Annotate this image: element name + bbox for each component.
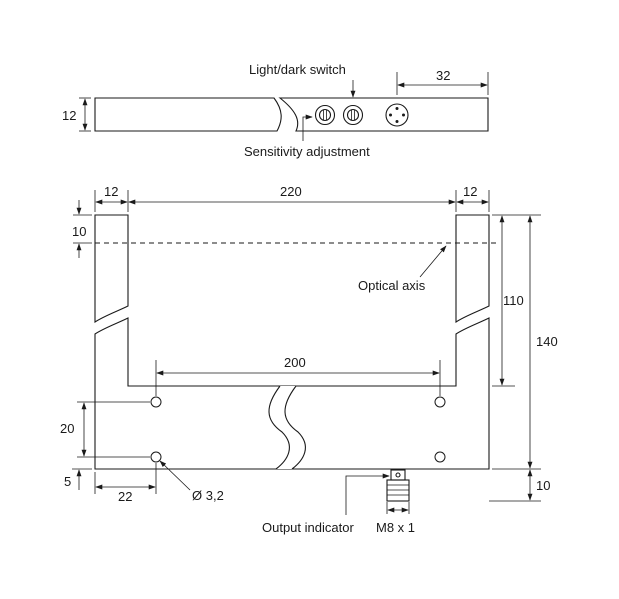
mounting-hole-bottom-right: [434, 451, 446, 463]
dim-hole-vertical: 20: [60, 421, 74, 436]
dim-axis-offset: 10: [72, 224, 86, 239]
dim-slot-width: 220: [280, 184, 302, 199]
label-light-dark-switch: Light/dark switch: [249, 62, 346, 77]
leader-output-indicator: [345, 473, 390, 515]
mounting-hole-top-left: [150, 396, 162, 408]
dim-right-arm-width: 12: [463, 184, 477, 199]
dim-hole-side: 22: [118, 489, 132, 504]
label-optical-axis: Optical axis: [358, 278, 426, 293]
body-break-right: [284, 385, 306, 470]
label-sensitivity-adjustment: Sensitivity adjustment: [244, 144, 370, 159]
dim-hole-spacing: 200: [284, 355, 306, 370]
connector-face-icon: [385, 103, 409, 127]
mounting-hole-bottom-left: [150, 451, 162, 463]
m8-connector-icon: [386, 469, 410, 502]
leader-hole-diameter: [159, 460, 191, 491]
body-break-left: [268, 385, 290, 470]
leader-sensitivity-adjustment: [302, 114, 313, 141]
label-output-indicator: Output indicator: [262, 520, 354, 535]
dim-hole-bottom: 5: [64, 474, 71, 489]
dim-left-arm-width: 12: [104, 184, 118, 199]
top-view: Light/dark switch Sensitivity adjustment…: [62, 62, 489, 159]
label-hole-diameter: Ø 3,2: [192, 488, 224, 503]
front-view: Optical axis Output indicator M8 x 1 Ø 3…: [60, 184, 558, 535]
mounting-hole-top-right: [434, 396, 446, 408]
top-bar-left: [94, 97, 282, 132]
body-break-fill: [268, 386, 306, 469]
label-thread: M8 x 1: [376, 520, 415, 535]
leader-optical-axis: [419, 245, 447, 278]
dim-top-height: 12: [62, 108, 76, 123]
sensitivity-potentiometer-icon: [314, 104, 336, 126]
dim-connector-offset: 10: [536, 478, 550, 493]
main-body: [94, 317, 490, 470]
right-arm-top: [455, 214, 490, 324]
dim-total-height: 140: [536, 334, 558, 349]
dim-arm-height: 110: [503, 293, 524, 308]
top-bar-right: [278, 97, 489, 132]
light-dark-switch-icon: [342, 104, 364, 126]
left-arm-top: [94, 214, 129, 324]
dim-connector-width: 32: [436, 68, 450, 83]
